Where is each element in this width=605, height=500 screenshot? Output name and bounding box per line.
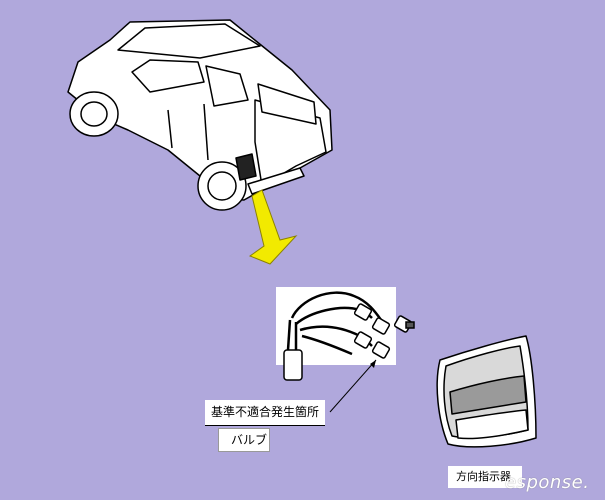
bulb-harness-panel xyxy=(276,287,415,381)
callout-arrow xyxy=(248,189,298,265)
defect-location-label: 基準不適合発生箇所 xyxy=(205,400,325,426)
suv-illustration xyxy=(67,19,333,211)
bulb-label: バルブ xyxy=(218,428,270,452)
watermark: esponse. xyxy=(505,472,590,493)
bulb-sockets xyxy=(353,303,415,359)
turn-signal-lamp-label: 方向指示器 xyxy=(448,466,522,488)
tail-lamp-illustration xyxy=(436,335,537,448)
leader-line xyxy=(329,359,377,413)
